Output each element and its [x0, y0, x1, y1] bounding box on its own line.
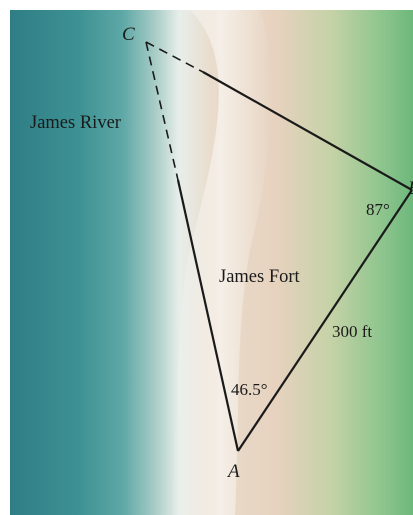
shoreline-band	[170, 10, 273, 515]
side-ab	[237, 189, 413, 452]
fort-label: James Fort	[219, 267, 301, 287]
side-cb-solid	[202, 71, 413, 191]
river-label: James River	[30, 113, 121, 133]
side-ca-dashed	[145, 41, 179, 181]
side-ab-length-label: 300 ft	[332, 322, 372, 341]
side-ca-solid	[176, 179, 240, 452]
side-cb-dashed	[145, 41, 204, 73]
vertex-label-a: A	[226, 461, 240, 482]
angle-b-label: 87°	[366, 200, 390, 219]
vertex-label-b: B	[408, 178, 413, 199]
angle-a-label: 46.5°	[231, 380, 268, 399]
vertex-label-c: C	[122, 24, 135, 45]
